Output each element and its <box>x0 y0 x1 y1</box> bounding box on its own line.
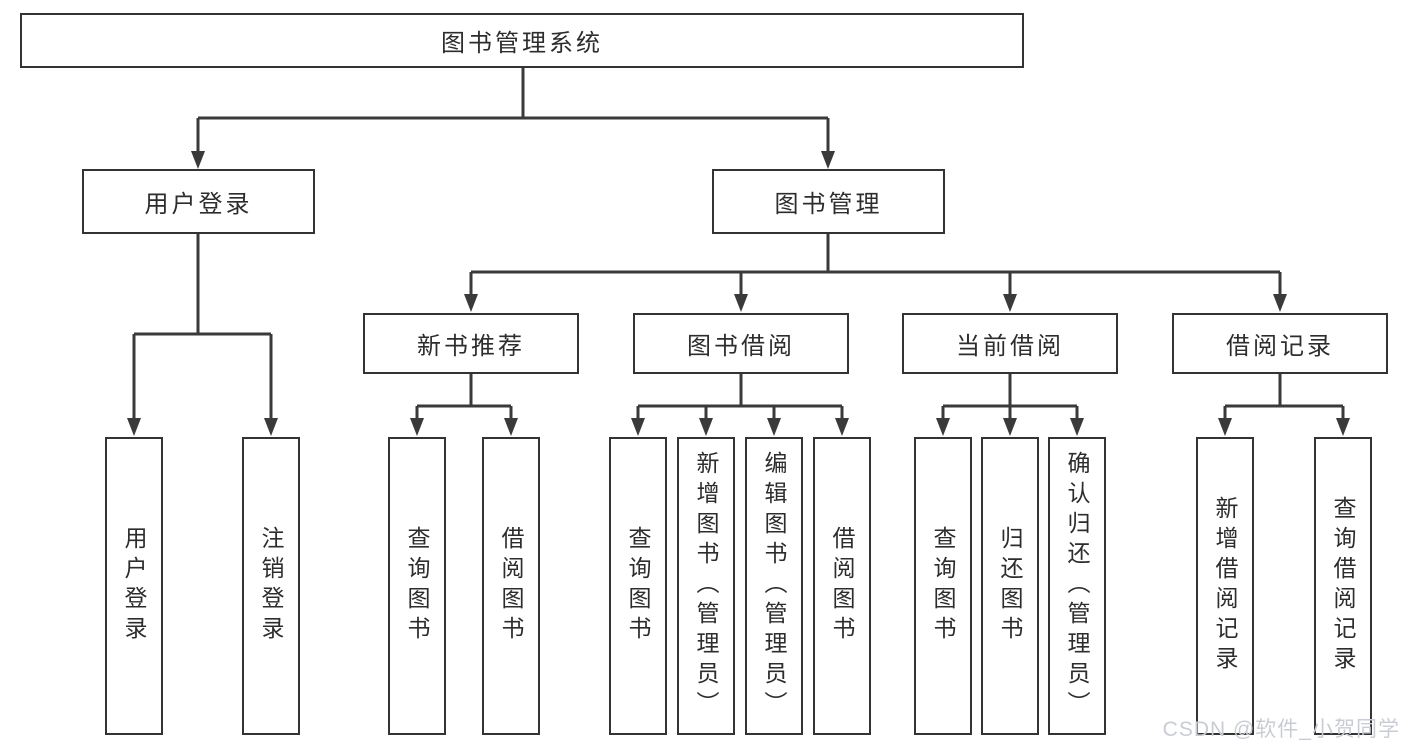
node-book-borrowing: 图书借阅 <box>633 313 849 374</box>
leaf-label: 确认归还（管理员） <box>1064 451 1090 721</box>
leaf-return-books: 归还图书 <box>981 437 1039 735</box>
node-label: 图书管理 <box>774 191 883 218</box>
node-borrowing-records: 借阅记录 <box>1172 313 1388 374</box>
leaf-label: 新增借阅记录 <box>1212 496 1238 676</box>
leaf-query-books-recommend: 查询图书 <box>388 437 446 735</box>
leaf-edit-book-admin: 编辑图书（管理员） <box>745 437 803 735</box>
leaf-label: 归还图书 <box>997 526 1023 646</box>
leaf-label: 注销登录 <box>258 526 284 646</box>
node-label: 新书推荐 <box>417 333 525 360</box>
leaf-borrow-books-recommend: 借阅图书 <box>482 437 540 735</box>
node-label: 用户登录 <box>144 191 253 218</box>
connector-edges <box>132 68 1345 421</box>
leaf-label: 查询图书 <box>930 526 956 646</box>
leaf-label: 编辑图书（管理员） <box>761 451 787 721</box>
leaf-label: 查询借阅记录 <box>1330 496 1356 676</box>
node-user-login: 用户登录 <box>82 169 315 234</box>
node-root-label: 图书管理系统 <box>441 30 603 57</box>
node-current-borrowing: 当前借阅 <box>902 313 1118 374</box>
leaf-label: 用户登录 <box>121 526 147 646</box>
leaf-label: 借阅图书 <box>498 526 524 646</box>
node-label: 借阅记录 <box>1226 333 1334 360</box>
node-root: 图书管理系统 <box>20 13 1024 68</box>
node-book-management: 图书管理 <box>712 169 945 234</box>
leaf-confirm-return-admin: 确认归还（管理员） <box>1048 437 1106 735</box>
node-new-book-recommendation: 新书推荐 <box>363 313 579 374</box>
leaf-query-books-borrowing: 查询图书 <box>609 437 667 735</box>
node-label: 图书借阅 <box>687 333 795 360</box>
leaf-query-borrow-record: 查询借阅记录 <box>1314 437 1372 735</box>
leaf-label: 借阅图书 <box>829 526 855 646</box>
leaf-query-books-current: 查询图书 <box>914 437 972 735</box>
leaf-label: 查询图书 <box>625 526 651 646</box>
leaf-user-login: 用户登录 <box>105 437 163 735</box>
leaf-label: 查询图书 <box>404 526 430 646</box>
leaf-borrow-books-borrowing: 借阅图书 <box>813 437 871 735</box>
node-label: 当前借阅 <box>956 333 1064 360</box>
leaf-label: 新增图书（管理员） <box>693 451 719 721</box>
leaf-add-book-admin: 新增图书（管理员） <box>677 437 735 735</box>
watermark: CSDN @软件_小贺同学 <box>1162 718 1400 741</box>
leaf-add-borrow-record: 新增借阅记录 <box>1196 437 1254 735</box>
leaf-logout: 注销登录 <box>242 437 300 735</box>
